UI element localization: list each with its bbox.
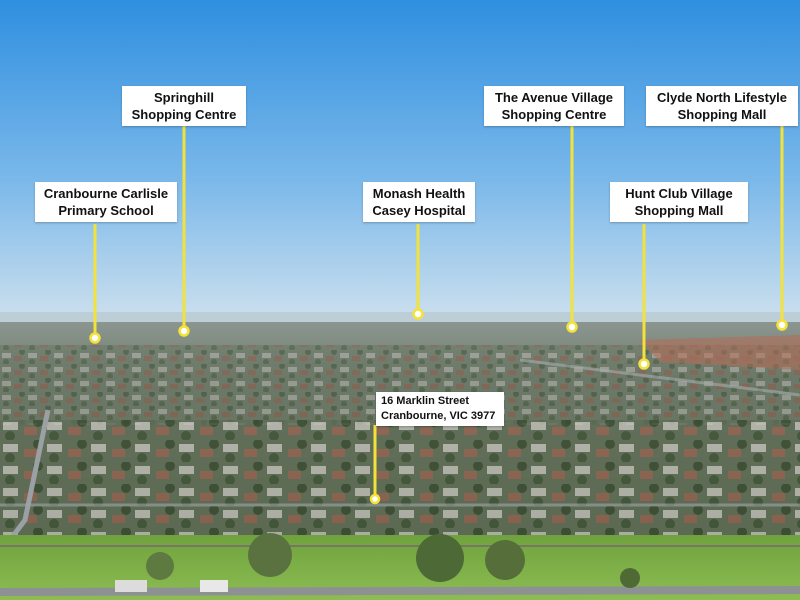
monash-label: Monash Health Casey Hospital <box>363 182 475 222</box>
cranbourne-label-line1: Cranbourne Carlisle <box>43 186 169 201</box>
marker-dots <box>89 308 788 505</box>
tree <box>485 540 525 580</box>
avenue-marker-dot <box>566 321 578 333</box>
cranbourne-label-line2: Primary School <box>58 203 154 218</box>
springhill-label: Springhill Shopping Centre <box>122 86 246 126</box>
avenue-label-line1: The Avenue Village <box>494 90 613 105</box>
truck <box>200 580 228 592</box>
clyde-marker-dot <box>776 319 788 331</box>
avenue-label-line2: Shopping Centre <box>501 107 607 122</box>
huntclub-label-line1: Hunt Club Village <box>625 186 733 201</box>
road-right <box>519 358 800 397</box>
cranbourne-label: Cranbourne Carlisle Primary School <box>35 182 177 222</box>
monash-label-line1: Monash Health <box>372 186 466 201</box>
avenue-label: The Avenue Village Shopping Centre <box>484 86 624 126</box>
property-marker-dot <box>369 493 381 505</box>
monash-label-line2: Casey Hospital <box>372 203 466 218</box>
cranbourne-marker-dot <box>89 332 101 344</box>
tree <box>620 568 640 588</box>
truck <box>115 580 147 592</box>
huntclub-label-line2: Shopping Mall <box>634 203 724 218</box>
springhill-label-line1: Springhill <box>154 90 214 105</box>
tree <box>146 552 174 580</box>
property-label: 16 Marklin Street Cranbourne, VIC 3977 <box>376 392 504 426</box>
springhill-marker-dot <box>178 325 190 337</box>
clyde-label-line1: Clyde North Lifestyle <box>656 90 788 105</box>
huntclub-marker-dot <box>638 358 650 370</box>
near-houses <box>0 420 800 535</box>
clyde-label: Clyde North Lifestyle Shopping Mall <box>646 86 798 126</box>
sky <box>0 0 800 325</box>
tree <box>416 534 464 582</box>
distant-roofs-right <box>640 335 800 370</box>
tree <box>248 533 292 577</box>
clyde-label-line2: Shopping Mall <box>677 107 767 122</box>
huntclub-label: Hunt Club Village Shopping Mall <box>610 182 748 222</box>
road-left <box>8 409 51 542</box>
property-label-line2: Cranbourne, VIC 3977 <box>381 410 496 422</box>
marker-lines <box>93 125 784 497</box>
property-label-line1: 16 Marklin Street <box>381 395 470 407</box>
monash-marker-dot <box>412 308 424 320</box>
springhill-label-line2: Shopping Centre <box>131 107 237 122</box>
